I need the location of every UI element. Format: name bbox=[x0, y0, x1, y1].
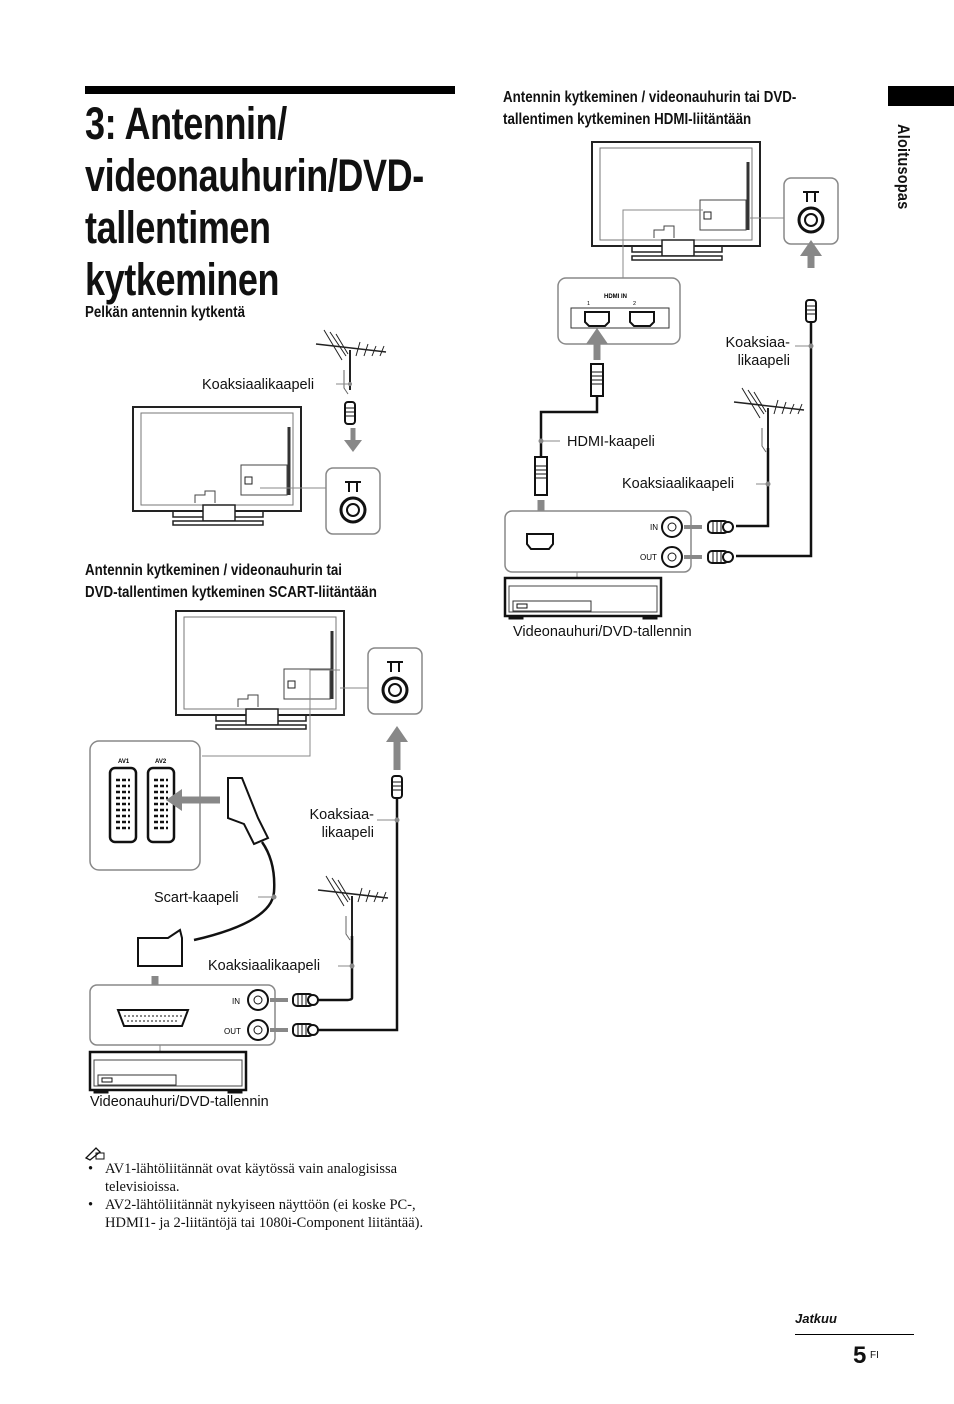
hdmi-cable-label: HDMI-kaapeli bbox=[567, 434, 655, 450]
diagram-scart: AV1 AV2 IN OUT bbox=[88, 609, 424, 1095]
side-tab-label: Aloitusopas bbox=[894, 124, 913, 210]
rf-out-jack bbox=[661, 546, 683, 568]
hdmi-port-1 bbox=[584, 311, 610, 327]
note-item: AV1-lähtöliitännät ovat käytössä vain an… bbox=[88, 1160, 465, 1196]
hdmi-port-1-label: 1 bbox=[587, 301, 590, 307]
in-label: IN bbox=[650, 523, 658, 532]
device-label: Videonauhuri/DVD-tallennin bbox=[513, 624, 692, 640]
coax-cable-label: Koaksiaalikaapeli bbox=[202, 377, 315, 393]
label-line: Koaksiaa- bbox=[725, 335, 790, 351]
device-label: Videonauhuri/DVD-tallennin bbox=[90, 1094, 269, 1110]
scart-socket-icon bbox=[116, 1009, 190, 1027]
antenna-icon bbox=[733, 387, 805, 453]
heading-line: Antennin kytkeminen / videonauhurin tai … bbox=[503, 89, 797, 106]
coax-cable-label: Koaksiaalikaapeli bbox=[208, 958, 321, 974]
hdmi-port-icon bbox=[526, 533, 554, 550]
coax-plug-icon bbox=[707, 550, 734, 564]
diagram-antenna-only bbox=[131, 329, 387, 536]
section-heading-antenna: Pelkän antennin kytkentä bbox=[85, 304, 246, 321]
page-number: 5 bbox=[853, 1342, 867, 1369]
coax-plug-icon bbox=[805, 299, 817, 323]
rf-in-jack bbox=[661, 516, 683, 538]
scart-plug-icon bbox=[137, 928, 183, 967]
page-title: 3: Antennin/ videonauhurin/DVD- tallenti… bbox=[85, 98, 424, 306]
heading-line: DVD-tallentimen kytkeminen SCART-liitänt… bbox=[85, 584, 377, 601]
antenna-socket-icon bbox=[366, 646, 424, 716]
heading-line: tallentimen kytkeminen HDMI-liitäntään bbox=[503, 111, 752, 128]
arrow-left-icon bbox=[166, 789, 182, 811]
label-line: likaapeli bbox=[321, 825, 374, 841]
coax-cable-label: Koaksiaa- likaapeli bbox=[290, 806, 374, 842]
hdmi-plug-icon bbox=[534, 456, 548, 496]
recorder-panel bbox=[504, 510, 692, 573]
in-label: IN bbox=[232, 997, 240, 1006]
title-line: 3: Antennin/ bbox=[85, 98, 287, 149]
arrow-up-icon bbox=[800, 240, 822, 256]
coax-plug-icon bbox=[391, 775, 403, 799]
arrow-up-icon bbox=[586, 328, 608, 344]
continued-label: Jatkuu bbox=[795, 1311, 837, 1326]
label-line: likaapeli bbox=[737, 353, 790, 369]
rf-out-jack bbox=[247, 1019, 269, 1041]
coax-cable-label: Koaksiaalikaapeli bbox=[622, 476, 735, 492]
antenna-icon bbox=[317, 875, 389, 941]
coax-plug-icon bbox=[707, 520, 734, 534]
title-line: tallentimen bbox=[85, 202, 271, 253]
section-heading-scart: Antennin kytkeminen / videonauhurin tai … bbox=[85, 560, 377, 604]
coax-plug-icon bbox=[344, 401, 356, 425]
antenna-socket-icon bbox=[782, 176, 840, 246]
notes-section: AV1-lähtöliitännät ovat käytössä vain an… bbox=[85, 1156, 465, 1232]
scart-cable-label: Scart-kaapeli bbox=[154, 890, 239, 906]
side-tab-bar bbox=[888, 86, 954, 106]
out-label: OUT bbox=[640, 553, 657, 562]
title-line: kytkeminen bbox=[85, 254, 280, 305]
arrow-down-icon bbox=[344, 440, 362, 452]
recorder-illustration bbox=[88, 1050, 248, 1095]
arrow-up-icon bbox=[386, 726, 408, 742]
title-rule bbox=[85, 86, 455, 94]
heading-line: Antennin kytkeminen / videonauhurin tai bbox=[85, 562, 343, 579]
out-label: OUT bbox=[224, 1027, 241, 1036]
note-item: AV2-lähtöliitännät nykyiseen näyttöön (e… bbox=[88, 1196, 465, 1232]
hdmi-port-2-label: 2 bbox=[633, 301, 636, 307]
label-line: Koaksiaa- bbox=[309, 807, 374, 823]
rf-in-jack bbox=[247, 989, 269, 1011]
tv-rear-illustration bbox=[131, 405, 303, 527]
scart-plug-icon bbox=[227, 777, 270, 846]
av2-label: AV2 bbox=[155, 759, 167, 765]
av1-label: AV1 bbox=[118, 759, 130, 765]
scart-panel bbox=[89, 740, 201, 871]
recorder-illustration bbox=[503, 576, 663, 621]
hdmi-in-label: HDMI IN bbox=[604, 294, 627, 300]
coax-plug-icon bbox=[292, 993, 319, 1007]
coax-plug-icon bbox=[292, 1023, 319, 1037]
antenna-socket-icon bbox=[324, 466, 382, 536]
page-language-suffix: FI bbox=[870, 1350, 879, 1361]
section-heading-hdmi: Antennin kytkeminen / videonauhurin tai … bbox=[503, 87, 796, 131]
coax-cable-label: Koaksiaa- likaapeli bbox=[700, 334, 790, 370]
title-line: videonauhurin/DVD- bbox=[85, 150, 424, 201]
tv-rear-illustration bbox=[590, 140, 762, 262]
footer-rule bbox=[795, 1334, 914, 1335]
hdmi-port-2 bbox=[629, 311, 655, 327]
diagram-hdmi: HDMI IN 1 2 IN OUT bbox=[503, 140, 840, 621]
